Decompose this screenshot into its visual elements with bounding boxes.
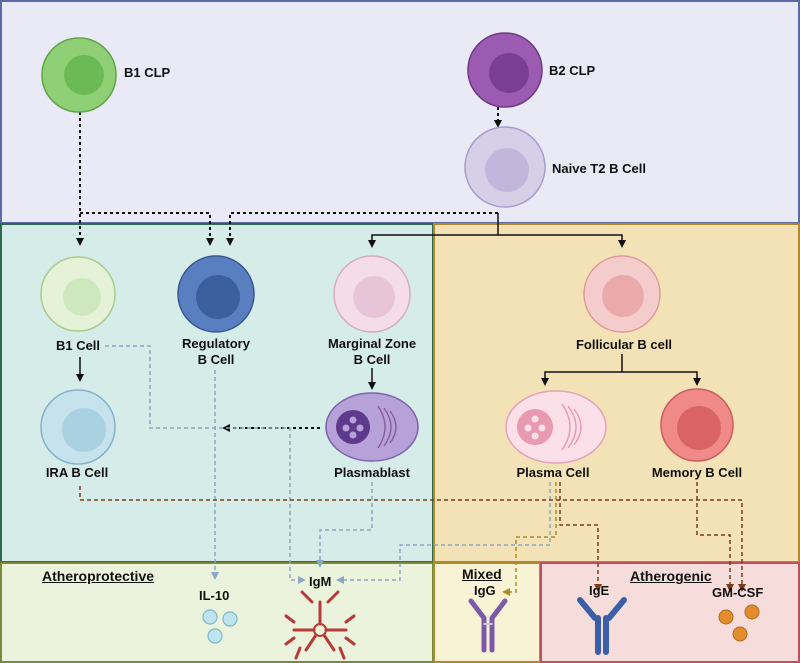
il10-label: IL-10 <box>199 588 230 603</box>
il10-molecules-icon <box>202 609 238 644</box>
marginal-zone-b-cell <box>333 255 411 333</box>
gm-csf-molecules-icon <box>718 604 760 642</box>
b2-clp-cell <box>467 32 543 108</box>
memory-b-cell <box>660 388 734 462</box>
blue-dashed-connectors <box>105 345 551 584</box>
gmcsf-label: GM-CSF <box>712 585 764 600</box>
naive-t2-label: Naive T2 B Cell <box>552 161 646 176</box>
black-solid-connectors <box>76 213 701 390</box>
atheroprotective-title: Atheroprotective <box>42 568 155 584</box>
b1-cell-label: B1 Cell <box>55 338 101 353</box>
memory-label: Memory B Cell <box>651 465 743 480</box>
ira-label: IRA B Cell <box>45 465 109 480</box>
ige-antibody-icon <box>577 597 627 655</box>
b1-clp-cell <box>41 37 117 113</box>
regulatory-label-line2: B Cell <box>197 352 235 367</box>
plasmablast-cell <box>325 392 419 462</box>
igm-label: IgM <box>309 574 332 589</box>
plasma-label: Plasma Cell <box>516 465 590 480</box>
mixed-region <box>433 562 541 663</box>
regulatory-label-line1: Regulatory <box>182 336 250 351</box>
marginal-label-line1: Marginal Zone <box>327 336 417 351</box>
igg-antibody-icon <box>468 598 508 653</box>
atherogenic-title: Atherogenic <box>630 568 712 584</box>
mixed-title: Mixed <box>462 566 502 582</box>
black-dotted-connectors <box>76 107 502 432</box>
naive-t2-cell <box>464 126 546 208</box>
brown-dashed-connectors <box>79 482 746 592</box>
follicular-label: Follicular B cell <box>575 337 673 352</box>
b1-clp-label: B1 CLP <box>124 65 171 80</box>
plasma-cell <box>505 390 607 464</box>
igm-antibody-icon <box>284 590 356 660</box>
bone-marrow-region <box>0 0 800 224</box>
b2-clp-label: B2 CLP <box>549 63 596 78</box>
regulatory-b-cell <box>177 255 255 333</box>
plasmablast-label: Plasmablast <box>334 465 410 480</box>
ige-label: IgE <box>589 583 610 598</box>
follicular-b-cell <box>583 255 661 333</box>
igg-label: IgG <box>474 583 496 598</box>
gold-dashed-connectors <box>502 482 557 596</box>
marginal-label-line2: B Cell <box>353 352 391 367</box>
b1-cell <box>40 256 116 332</box>
ira-b-cell <box>40 389 116 465</box>
